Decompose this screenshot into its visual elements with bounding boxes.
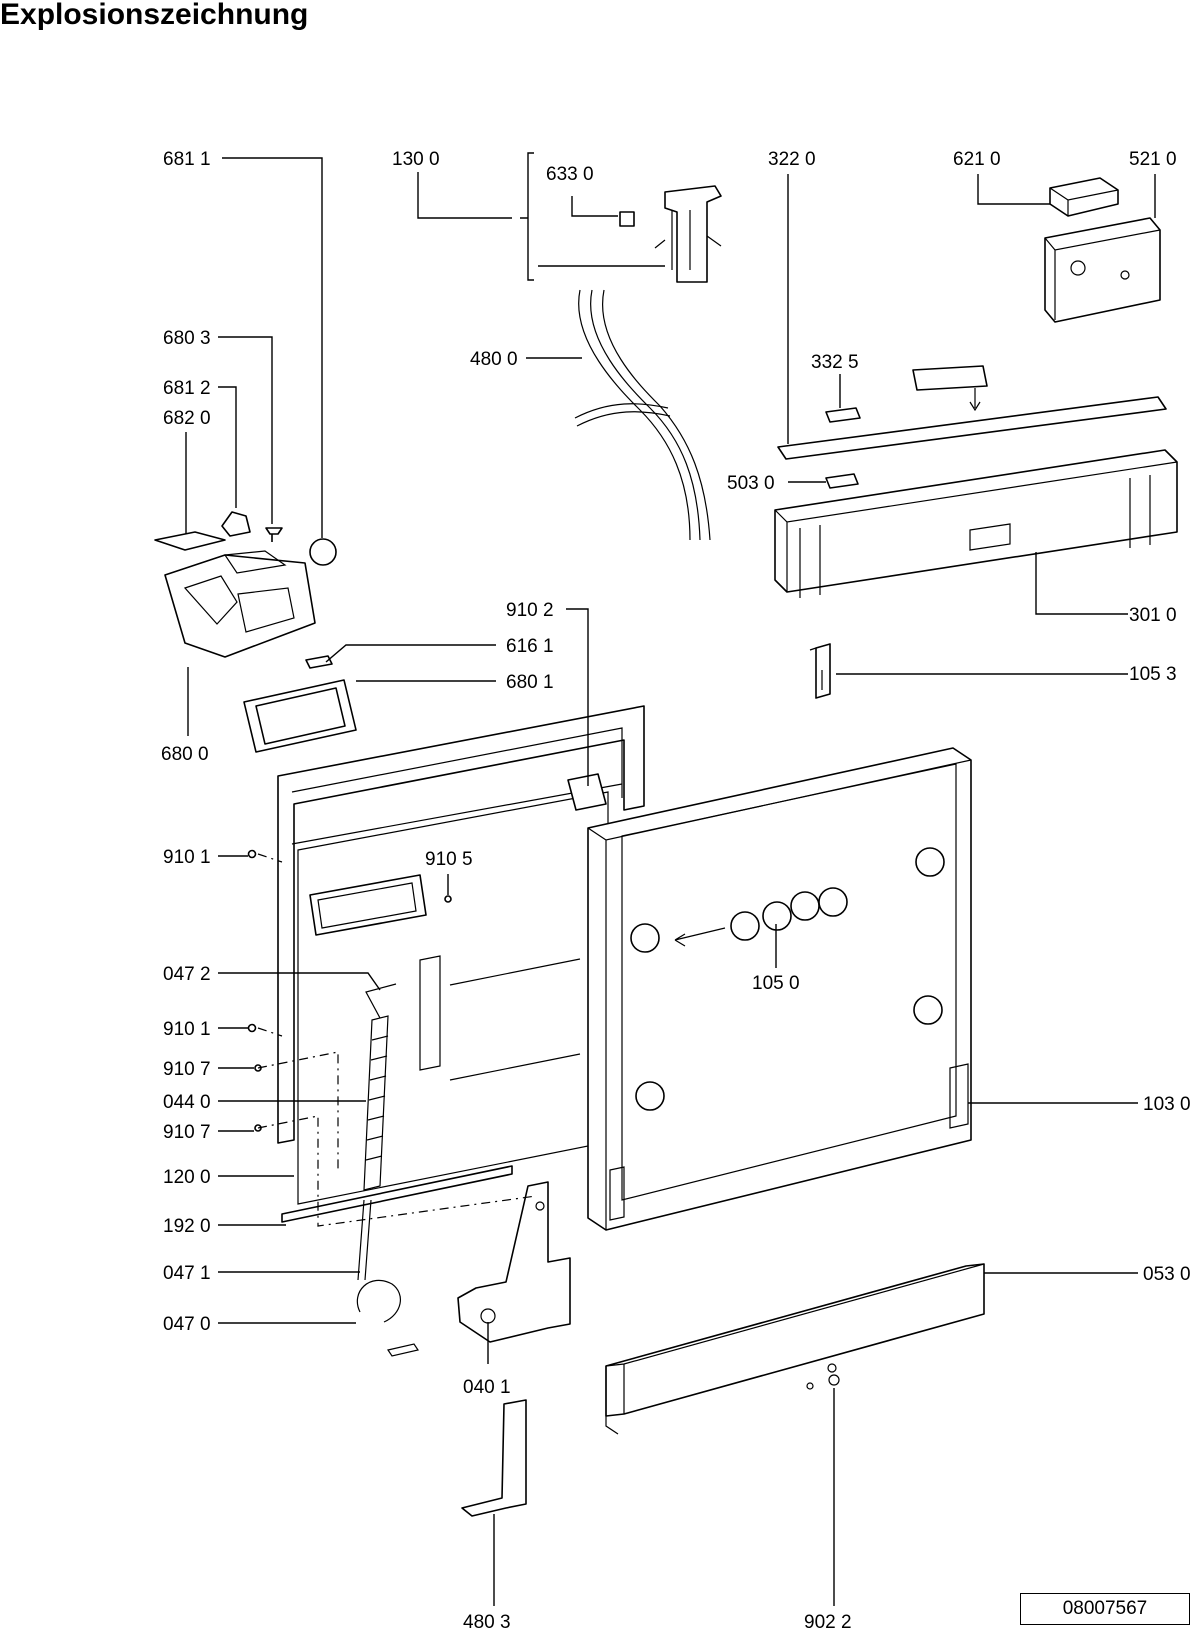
bracket-plate-part xyxy=(825,365,988,423)
part-label-681-2: 681 2 xyxy=(163,378,211,399)
part-label-902-2: 902 2 xyxy=(804,1612,852,1632)
part-label-301-0: 301 0 xyxy=(1129,605,1177,626)
switch-part xyxy=(825,473,859,489)
outer-door-panel-part xyxy=(587,747,972,1231)
l-bracket-part xyxy=(461,1399,527,1517)
part-label-633-0: 633 0 xyxy=(546,164,594,185)
control-strip-part xyxy=(777,396,1167,460)
kick-plate-part xyxy=(605,1263,985,1435)
part-label-322-0: 322 0 xyxy=(768,149,816,170)
part-label-681-1: 681 1 xyxy=(163,149,211,170)
dispenser-small-parts xyxy=(154,511,337,566)
programmer-module-part xyxy=(1049,177,1119,217)
part-label-910-1-b: 910 1 xyxy=(163,1019,211,1040)
part-label-621-0: 621 0 xyxy=(953,149,1001,170)
door-lock-part xyxy=(619,185,722,283)
part-label-105-3: 105 3 xyxy=(1129,664,1177,685)
part-label-680-3: 680 3 xyxy=(163,328,211,349)
hinge-bracket-part xyxy=(809,643,831,699)
kick-plate-screw-part xyxy=(827,1363,840,1386)
part-label-521-0: 521 0 xyxy=(1129,149,1177,170)
part-label-047-1: 047 1 xyxy=(163,1263,211,1284)
part-label-192-0: 192 0 xyxy=(163,1216,211,1237)
wire-harness-part xyxy=(574,289,711,541)
page-title: Explosionszeichnung xyxy=(0,0,309,31)
door-rail-part xyxy=(281,1165,513,1223)
part-label-910-7-a: 910 7 xyxy=(163,1059,211,1080)
part-label-047-0: 047 0 xyxy=(163,1314,211,1335)
document-number: 08007567 xyxy=(1020,1593,1190,1625)
part-label-480-0: 480 0 xyxy=(470,349,518,370)
part-label-680-0: 680 0 xyxy=(161,744,209,765)
control-panel-part xyxy=(774,449,1178,598)
electronic-board-part xyxy=(1044,217,1161,323)
dispenser-latch-part xyxy=(305,655,333,669)
part-label-616-1: 616 1 xyxy=(506,636,554,657)
part-label-105-0: 105 0 xyxy=(752,973,800,994)
leader-lines xyxy=(185,152,1156,1606)
part-label-682-0: 682 0 xyxy=(163,408,211,429)
part-label-120-0: 120 0 xyxy=(163,1167,211,1188)
part-label-503-0: 503 0 xyxy=(727,473,775,494)
part-label-047-2: 047 2 xyxy=(163,964,211,985)
part-label-910-7-b: 910 7 xyxy=(163,1122,211,1143)
spring-rod-and-clip-parts xyxy=(356,1199,419,1357)
part-label-332-5: 332 5 xyxy=(811,352,859,373)
part-label-053-0: 053 0 xyxy=(1143,1264,1191,1285)
part-label-680-1: 680 1 xyxy=(506,672,554,693)
part-label-910-1-a: 910 1 xyxy=(163,847,211,868)
part-label-130-0: 130 0 xyxy=(392,149,440,170)
part-label-103-0: 103 0 xyxy=(1143,1094,1191,1115)
part-label-044-0: 044 0 xyxy=(163,1092,211,1113)
door-hinge-part xyxy=(457,1181,571,1343)
part-label-040-1: 040 1 xyxy=(463,1377,511,1398)
part-label-910-2: 910 2 xyxy=(506,600,554,621)
part-label-480-3: 480 3 xyxy=(463,1612,511,1632)
part-label-910-5: 910 5 xyxy=(425,849,473,870)
door-spring-part xyxy=(363,983,397,1191)
detergent-dispenser-part xyxy=(164,550,316,658)
dispenser-gasket-part xyxy=(243,679,357,753)
